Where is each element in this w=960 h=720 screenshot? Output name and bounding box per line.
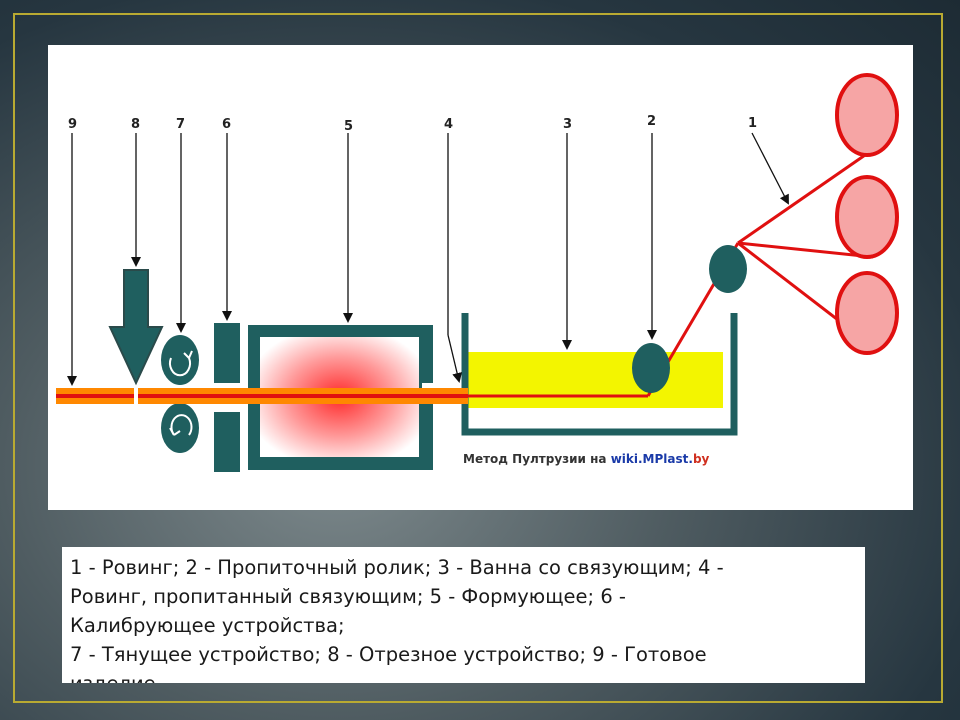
caption-line: 1 - Ровинг; 2 - Пропиточный ролик; 3 - В… — [70, 556, 724, 579]
caption-line: Ровинг, пропитанный связующим; 5 - Форму… — [70, 585, 626, 608]
pointer-lines — [67, 132, 789, 386]
pulling-device — [161, 335, 199, 453]
legend-caption: 1 - Ровинг; 2 - Пропиточный ролик; 3 - В… — [62, 547, 865, 683]
caption-line: Калибрующее устройства; — [70, 614, 345, 637]
resin-bath — [461, 313, 738, 436]
part-label-1: 1 — [748, 116, 757, 131]
slide-frame — [13, 13, 943, 703]
forming-die — [248, 325, 436, 470]
caption-line: изделие. — [70, 669, 857, 683]
part-label-3: 3 — [563, 117, 572, 132]
pultrusion-diagram: 9 8 7 6 5 4 3 2 1 Метод Пултрузии на wik… — [48, 45, 913, 510]
part-label-9: 9 — [68, 117, 77, 132]
finished-product — [56, 388, 468, 404]
part-label-8: 8 — [131, 117, 140, 132]
source-credit: Метод Пултрузии на wiki.MPlast.by — [463, 452, 710, 466]
part-label-7: 7 — [176, 117, 185, 132]
cutting-device — [108, 269, 164, 386]
impregnation-roller — [632, 343, 670, 393]
caption-line: 7 - Тянущее устройство; 8 - Отрезное уст… — [70, 643, 707, 666]
calibrating-device — [214, 323, 240, 472]
roving-spools — [646, 73, 899, 397]
part-label-6: 6 — [222, 117, 231, 132]
guide-roller — [709, 245, 747, 293]
part-label-2: 2 — [647, 114, 656, 129]
part-label-4: 4 — [444, 117, 453, 132]
part-label-5: 5 — [344, 119, 353, 134]
